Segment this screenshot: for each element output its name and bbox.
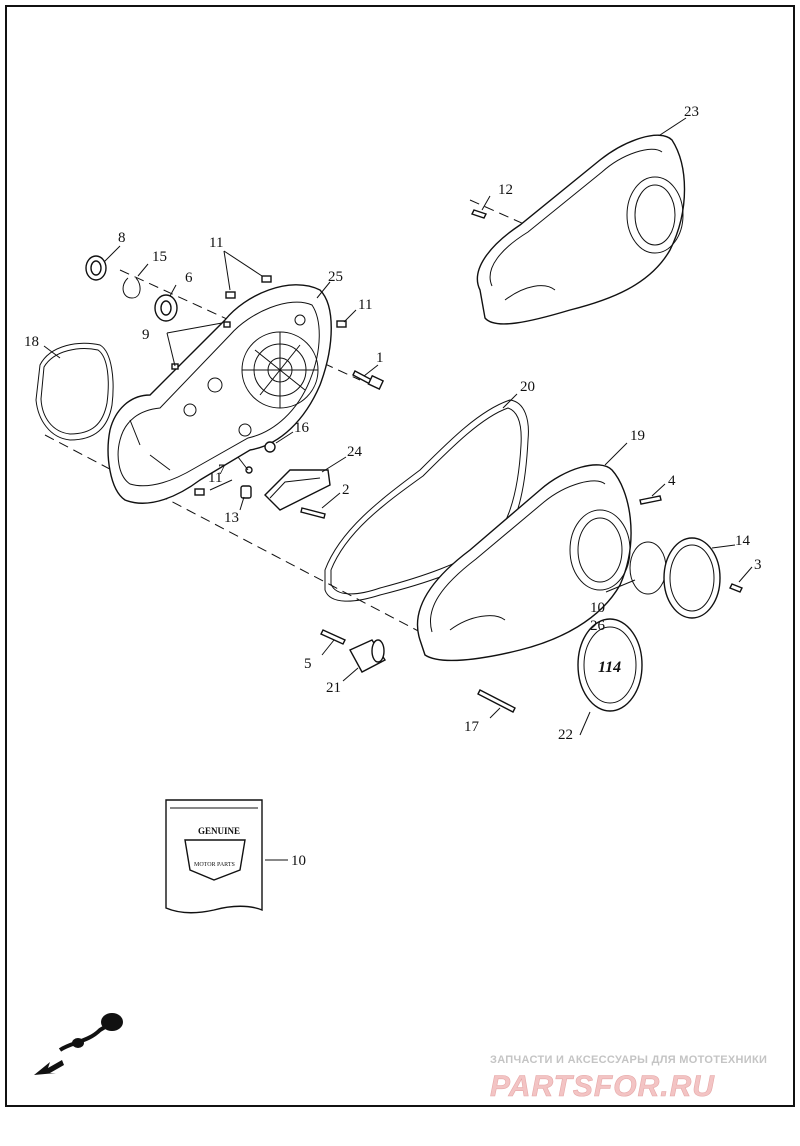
callout-23: 23 [684, 104, 699, 120]
callout-17: 17 [464, 719, 480, 735]
long-bolt-part [477, 689, 516, 713]
leader-lines [43, 117, 753, 861]
callout-18: 18 [24, 334, 39, 350]
callout-12: 12 [498, 182, 513, 198]
callout-26: 26 [590, 618, 606, 634]
callout-13: 13 [224, 510, 239, 526]
callout-3: 3 [754, 557, 762, 573]
tensioner-bolt-part [300, 507, 326, 519]
callout-21: 21 [326, 680, 341, 696]
callout-19: 19 [630, 428, 645, 444]
sleeve-part [349, 639, 387, 673]
primary-cover-alt [476, 134, 686, 325]
derby-cover-part: 114 [577, 618, 643, 712]
outer-gasket [324, 399, 529, 602]
callout-24: 24 [347, 444, 363, 460]
inspection-cover-part [663, 537, 721, 619]
callout-7: 7 [218, 462, 226, 478]
seal-part [85, 255, 107, 281]
callout-labels: 1 2 3 4 5 6 7 8 9 10 10 11 11 11 12 13 1… [24, 104, 762, 869]
callout-4: 4 [668, 473, 676, 489]
bearing-part [154, 294, 178, 322]
callout-25: 25 [328, 269, 343, 285]
watermark-tagline: ЗАПЧАСТИ И АКСЕССУАРЫ ДЛЯ МОТОТЕХНИКИ [490, 1054, 767, 1066]
chain-tensioner-part [264, 469, 331, 511]
watermark-site: PARTSFOR.RU [490, 1070, 715, 1103]
upper-screw-part [471, 209, 487, 219]
inner-primary-housing [107, 284, 332, 504]
logo-genuine-text: GENUINE [198, 826, 240, 836]
callout-14: 14 [735, 533, 751, 549]
badge-number: 114 [598, 659, 621, 676]
callout-22: 22 [558, 727, 573, 743]
callout-10-manual: 10 [291, 853, 306, 869]
callout-10-ring: 10 [590, 600, 605, 616]
callout-16: 16 [294, 420, 310, 436]
callout-2: 2 [342, 482, 350, 498]
outer-primary-cover [416, 464, 632, 662]
callout-8: 8 [118, 230, 126, 246]
inner-gasket-inner-edge [40, 348, 109, 435]
fasteners-11 [171, 275, 347, 496]
inner-gasket [35, 342, 114, 441]
front-direction-icon [34, 1013, 123, 1075]
pin-part [320, 629, 346, 645]
page-border [5, 5, 795, 1107]
washer-part [264, 441, 276, 453]
dowel-part [245, 466, 253, 474]
screw-part [639, 495, 662, 505]
callout-1: 1 [376, 350, 384, 366]
logo-motor-parts-text: MOTOR PARTS [194, 862, 235, 868]
callout-20: 20 [520, 379, 535, 395]
outer-gasket-inner-edge [330, 407, 522, 595]
callout-11-bottom: 11 [208, 470, 222, 486]
callout-5: 5 [304, 656, 312, 672]
callout-6: 6 [185, 270, 193, 286]
service-manual-box: GENUINE MOTOR PARTS [165, 799, 263, 914]
watermark: ЗАПЧАСТИ И АКСЕССУАРЫ ДЛЯ МОТОТЕХНИКИ PA… [490, 1054, 767, 1103]
o-ring-part [629, 541, 667, 595]
retaining-ring-part [122, 277, 141, 299]
bolt-part [352, 370, 385, 390]
small-screw-part [729, 583, 743, 593]
callout-15: 15 [152, 249, 167, 265]
callout-9: 9 [142, 327, 150, 343]
bushing-part [240, 485, 252, 499]
callout-11-top: 11 [209, 235, 223, 251]
callout-11-right: 11 [358, 297, 372, 313]
assembly-axis-line [44, 434, 446, 646]
